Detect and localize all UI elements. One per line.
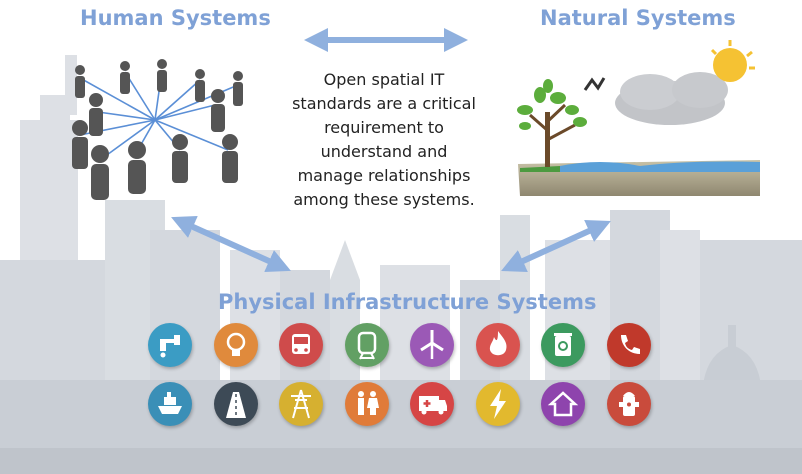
lightbulb-icon bbox=[213, 323, 258, 367]
recycling-bin-icon bbox=[541, 323, 585, 367]
fire-icon bbox=[475, 323, 520, 367]
arrow-human-infrastructure bbox=[171, 215, 291, 273]
water-faucet-icon bbox=[148, 323, 192, 367]
phone-icon bbox=[606, 323, 651, 367]
description-line: standards are a critical bbox=[292, 94, 476, 113]
description-line: requirement to bbox=[324, 118, 444, 137]
description-line: Open spatial IT bbox=[323, 70, 445, 89]
bus-icon bbox=[279, 323, 323, 367]
train-icon bbox=[344, 323, 389, 367]
relationship-arrows bbox=[171, 27, 611, 273]
human-systems-heading: Human Systems bbox=[80, 6, 271, 30]
ambulance-icon bbox=[410, 382, 454, 426]
natural-systems-heading: Natural Systems bbox=[540, 6, 736, 30]
description-line: among these systems. bbox=[293, 190, 475, 209]
infrastructure-systems-heading: Physical Infrastructure Systems bbox=[218, 290, 597, 314]
lightning-icon bbox=[475, 382, 520, 426]
center-description: Open spatial IT standards are a critical… bbox=[268, 68, 500, 212]
road-icon bbox=[213, 382, 258, 426]
natural-landscape-illustration bbox=[517, 40, 760, 196]
sun-icon bbox=[710, 40, 755, 82]
description-line: understand and bbox=[320, 142, 448, 161]
cloud-icon bbox=[615, 72, 728, 125]
description-line: manage relationships bbox=[297, 166, 471, 185]
ship-icon bbox=[148, 382, 192, 426]
power-tower-icon bbox=[279, 382, 323, 426]
house-icon bbox=[541, 382, 585, 426]
arrow-natural-infrastructure bbox=[501, 220, 611, 272]
restroom-icon bbox=[344, 382, 389, 426]
fire-hydrant-icon bbox=[606, 382, 651, 426]
infrastructure-icon-grid bbox=[148, 323, 668, 433]
wind-turbine-icon bbox=[410, 323, 454, 367]
human-network-illustration bbox=[72, 59, 243, 200]
